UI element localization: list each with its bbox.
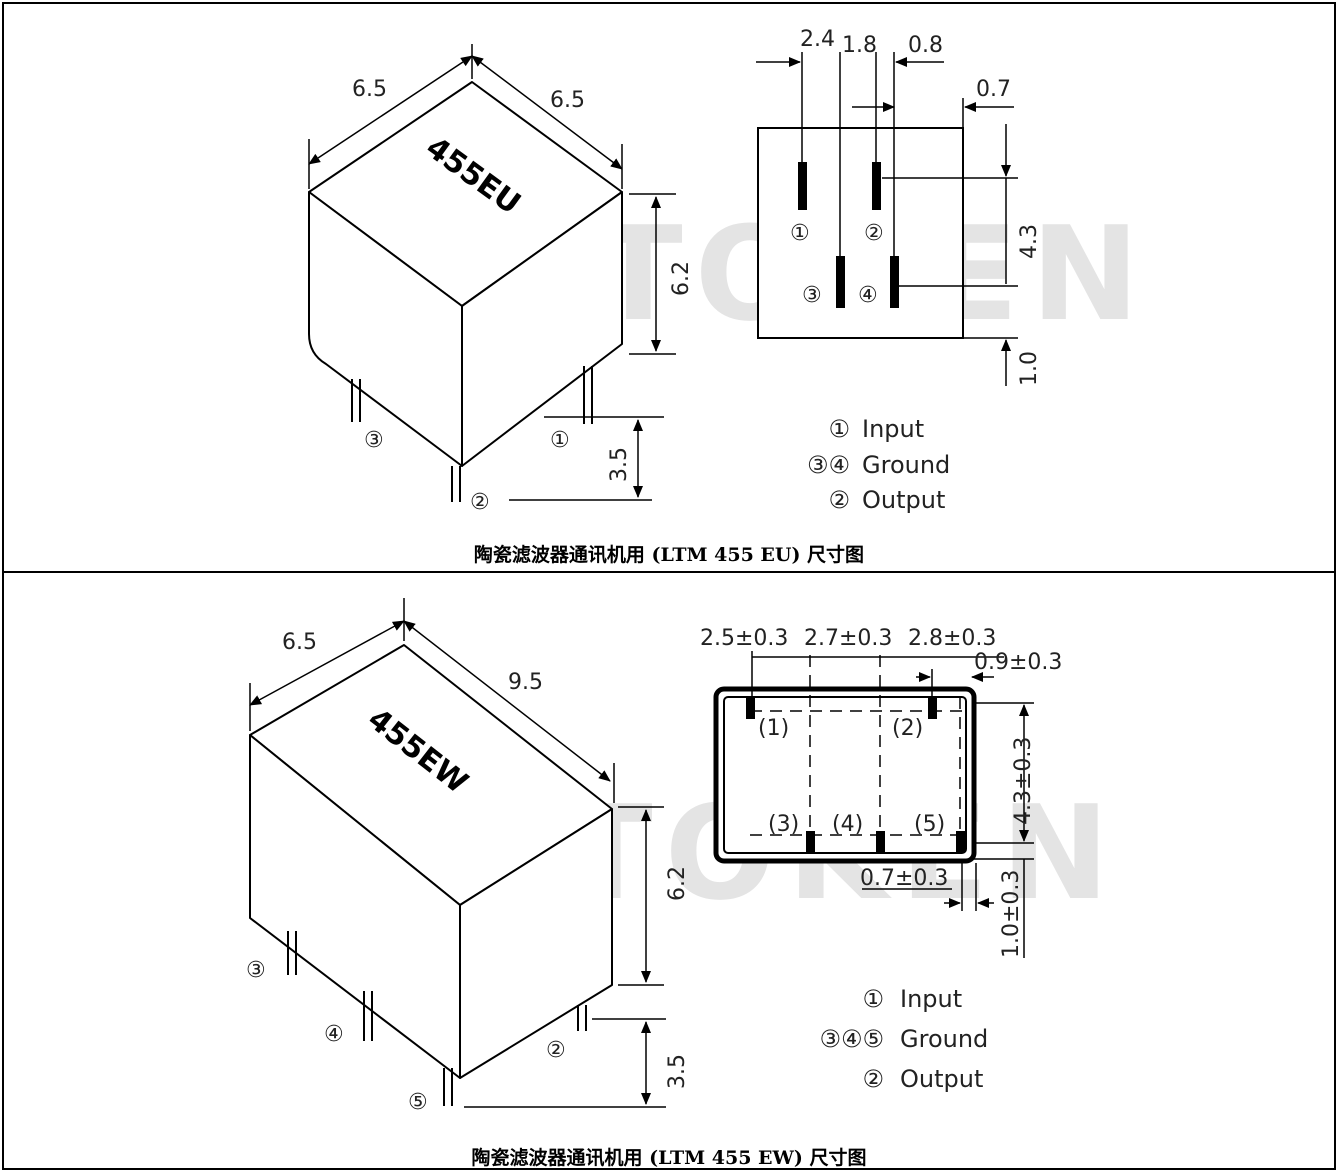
top-pin-label-4: (4) [832, 812, 863, 837]
dim-height: 6.2 [665, 866, 690, 901]
component-isometric-view [249, 644, 613, 1106]
top-dim-bottom-height: 0.7±0.3 [860, 866, 948, 891]
legend-name-input: Input [862, 415, 924, 443]
iso-pin-label-3: ③ [246, 958, 266, 983]
legend-pins-input: ① [828, 415, 850, 443]
component-isometric-view [308, 81, 623, 502]
legend-pins-input: ① [862, 985, 884, 1013]
dim-pin-length: 3.5 [607, 447, 632, 482]
top-dim-2: 2.7±0.3 [804, 626, 892, 651]
component-top-view [713, 651, 1034, 958]
top-dim-3: 0.8 [908, 33, 943, 58]
top-pin-label-3: (3) [768, 812, 799, 837]
panel-caption-ew: 陶瓷滤波器通讯机用 (LTM 455 EW) 尺寸图 [471, 1147, 867, 1169]
legend-pins-ground: ③④⑤ [819, 1025, 884, 1053]
top-pin-label-5: (5) [914, 812, 945, 837]
pin-legend: ① Input ③④⑤ Ground ② Output [819, 985, 988, 1093]
legend-name-output: Output [862, 486, 945, 514]
top-dim-vertical-bottom: 1.0 [1017, 351, 1042, 386]
top-dim-vertical-main: 4.3±0.3 [1011, 737, 1036, 825]
iso-pin-label-1: ① [550, 428, 570, 453]
dim-right-width: 6.5 [550, 88, 585, 113]
top-pin-label-4: ④ [858, 283, 878, 308]
iso-pin-label-3: ③ [364, 428, 384, 453]
legend-name-ground: Ground [862, 451, 950, 479]
top-dim-1: 2.5±0.3 [700, 626, 788, 651]
pin-legend: ① Input ③④ Ground ② Output [807, 415, 950, 514]
iso-pin-label-2: ② [470, 490, 490, 515]
top-dim-2: 1.8 [842, 33, 877, 58]
dim-right-width: 9.5 [508, 670, 543, 695]
iso-pin-label-4: ④ [324, 1022, 344, 1047]
dim-height: 6.2 [669, 261, 694, 296]
legend-pins-output: ② [828, 486, 850, 514]
top-dim-4: 0.7 [976, 77, 1011, 102]
diagram-eu: TOKEN 455EU 6.5 6.5 6.2 [308, 27, 1140, 515]
top-dim-vertical-main: 4.3 [1017, 224, 1042, 259]
top-dim-vertical-bottom: 1.0±0.3 [999, 870, 1024, 958]
top-dim-4: 0.9±0.3 [974, 650, 1062, 675]
legend-name-ground: Ground [900, 1025, 988, 1053]
top-pin-label-3: ③ [802, 283, 822, 308]
top-dim-3: 2.8±0.3 [908, 626, 996, 651]
top-pin-label-2: ② [864, 221, 884, 246]
iso-pin-label-2: ② [546, 1038, 566, 1063]
legend-name-output: Output [900, 1065, 983, 1093]
legend-name-input: Input [900, 985, 962, 1013]
iso-pin-label-5: ⑤ [408, 1090, 428, 1115]
diagram-panel-eu: TOKEN 455EU 6.5 6.5 6.2 [2, 2, 1336, 573]
top-pin-label-1: ① [790, 221, 810, 246]
diagram-ew: TOKEN 455EW 6.5 9.5 [246, 598, 1110, 1115]
component-top-view [756, 52, 1018, 386]
legend-pins-ground: ③④ [807, 451, 850, 479]
panel-caption-eu: 陶瓷滤波器通讯机用 (LTM 455 EU) 尺寸图 [473, 544, 865, 566]
diagram-panel-ew: TOKEN 455EW 6.5 9.5 [2, 571, 1336, 1170]
dim-pin-length: 3.5 [665, 1054, 690, 1089]
top-dim-1: 2.4 [800, 27, 835, 52]
top-pin-label-1: (1) [758, 716, 789, 741]
top-pin-label-2: (2) [892, 716, 923, 741]
legend-pins-output: ② [862, 1065, 884, 1093]
dim-left-width: 6.5 [352, 77, 387, 102]
dim-left-width: 6.5 [282, 630, 317, 655]
